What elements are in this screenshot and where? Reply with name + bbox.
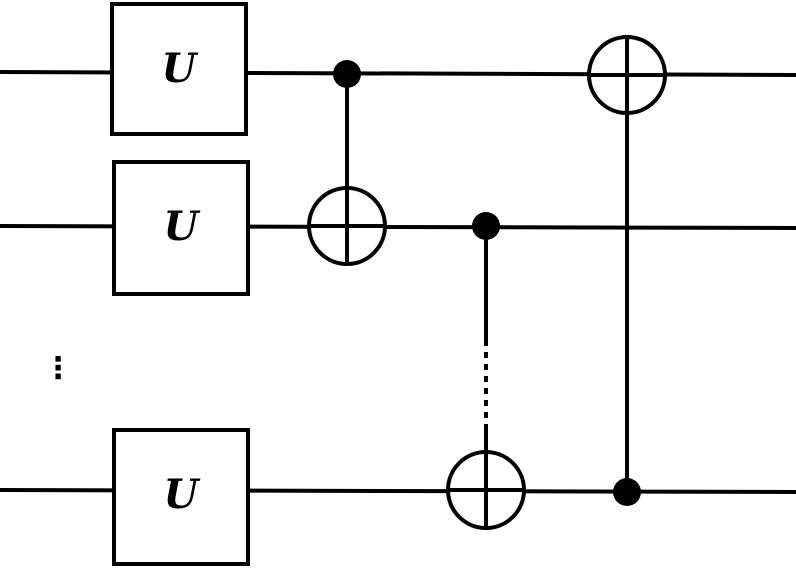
cnot-3-target (587, 35, 667, 115)
u-gate-n-label: U (164, 471, 201, 518)
u-gate-1-label: U (162, 45, 199, 92)
cnot-2-target (446, 450, 526, 530)
u-gate-2-label: U (164, 203, 201, 250)
cnot-3 (587, 35, 667, 506)
cnot-2 (446, 212, 526, 530)
cnot-1 (307, 60, 387, 266)
vertical-ellipsis: ⋮ (43, 351, 73, 386)
u-gate-1: U (110, 2, 248, 136)
cnot-2-control-dot (472, 212, 500, 240)
u-gate-2: U (112, 160, 250, 296)
cnot-1-control-dot (333, 60, 361, 88)
cnot-1-target (307, 186, 387, 266)
cnot-3-control-dot (613, 478, 641, 506)
u-gate-n: U (112, 428, 250, 566)
